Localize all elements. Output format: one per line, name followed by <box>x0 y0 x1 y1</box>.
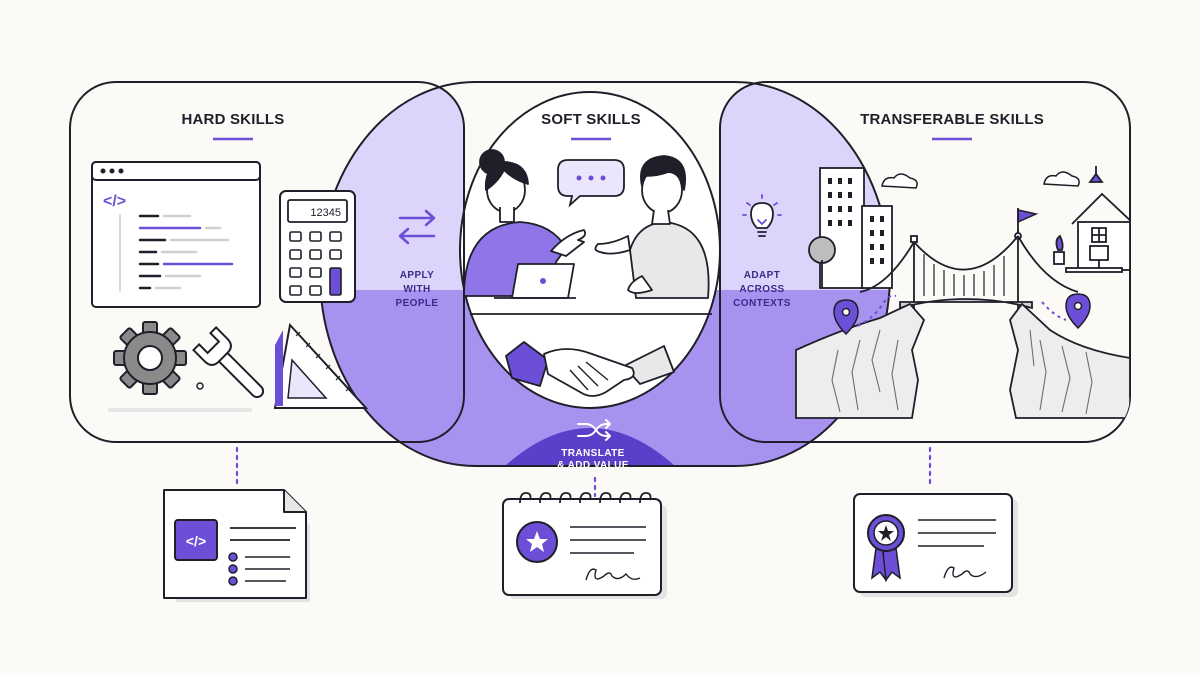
calculator-icon: 12345 <box>279 190 356 303</box>
svg-text:</>: </> <box>103 193 126 210</box>
hard-skills-title: HARD SKILLS <box>181 111 284 128</box>
svg-text:</>: </> <box>186 533 206 549</box>
flag-icon <box>1017 208 1039 232</box>
set-square-icon <box>273 322 369 409</box>
city-icon <box>808 167 893 289</box>
soft-skills-title: SOFT SKILLS <box>541 111 641 128</box>
code-document-icon: </> <box>163 489 310 602</box>
apply-label-3: PEOPLE <box>396 298 439 309</box>
swap-arrows-icon <box>398 209 436 245</box>
shuffle-icon <box>577 419 611 441</box>
people-icon <box>463 149 710 299</box>
handshake-icon <box>505 328 675 397</box>
award-document-icon <box>853 493 1018 597</box>
house-icon <box>1053 166 1130 273</box>
apply-label-1: APPLY <box>400 270 434 281</box>
adapt-label-2: ACROSS <box>739 284 784 295</box>
connectors <box>235 446 932 498</box>
transferable-skills-title: TRANSFERABLE SKILLS <box>860 111 1044 128</box>
gear-icon <box>113 321 187 395</box>
translate-label-1: TRANSLATE <box>561 448 624 459</box>
wrench-icon <box>192 326 265 399</box>
calculator-display: 12345 <box>310 207 341 219</box>
laptop-icon <box>494 263 576 299</box>
translate-label-2: & ADD VALUE <box>557 460 629 471</box>
speech-bubble-icon <box>557 159 625 208</box>
adapt-label-1: ADAPT <box>744 270 780 281</box>
apply-label-2: WITH <box>403 284 430 295</box>
adapt-label-3: CONTEXTS <box>733 298 791 309</box>
lightbulb-icon <box>742 194 782 237</box>
location-pin-icon <box>833 293 1091 336</box>
bridge-icon <box>859 230 1079 316</box>
cliffs <box>795 302 1130 419</box>
code-window-icon: </> <box>91 161 261 308</box>
certificate-icon <box>502 492 667 599</box>
